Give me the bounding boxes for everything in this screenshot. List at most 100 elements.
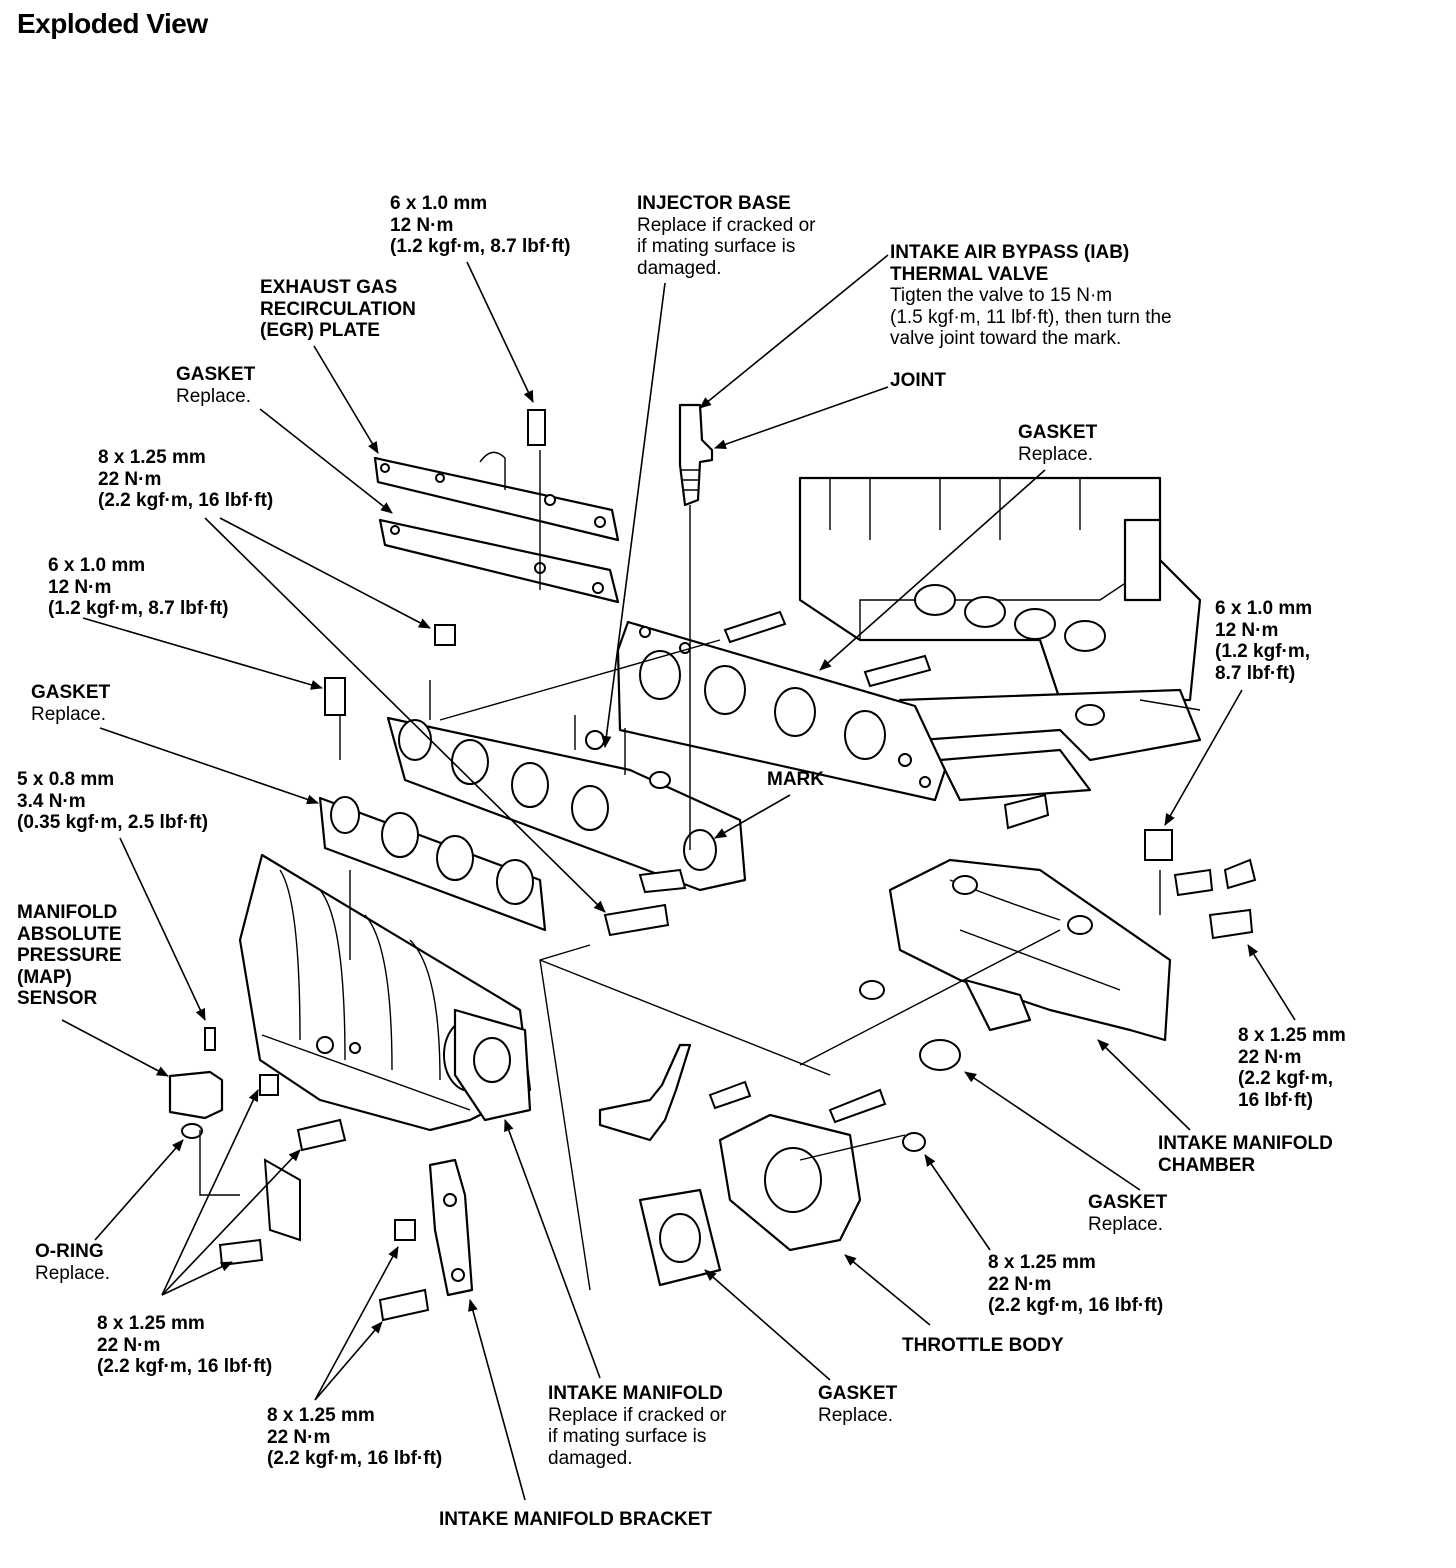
- label-line: GASKET: [818, 1383, 898, 1404]
- label-line: 22 N·m: [267, 1426, 331, 1448]
- label-line: (EGR) PLATE: [260, 320, 380, 341]
- iab-valve: [678, 403, 714, 507]
- label-joint: JOINT: [890, 370, 946, 392]
- label-gasket-throttle: GASKET Replace.: [818, 1383, 897, 1426]
- label-line: ABSOLUTE: [17, 923, 122, 945]
- label-line: (2.2 kgf·m,: [1238, 1068, 1334, 1089]
- label-line: (2.2 kgf·m, 16 lbf·ft): [267, 1448, 443, 1469]
- label-bolt-8-bottom: 8 x 1.25 mm 22 N·m (2.2 kgf·m, 16 lbf·ft…: [267, 1405, 442, 1470]
- label-bolt-egr: 6 x 1.0 mm 12 N·m (1.2 kgf·m, 8.7 lbf·ft…: [390, 193, 571, 258]
- label-intake-manifold: INTAKE MANIFOLD Replace if cracked or if…: [548, 1383, 726, 1469]
- label-line: 8 x 1.25 mm: [97, 1313, 205, 1334]
- label-line: Tigten the valve to 15 N·m: [890, 285, 1113, 306]
- label-line: INJECTOR BASE: [637, 193, 791, 214]
- label-line: Replace.: [1088, 1213, 1163, 1235]
- label-line: 3.4 N·m: [17, 790, 86, 812]
- label-line: THERMAL VALVE: [890, 263, 1049, 285]
- label-line: Replace.: [818, 1404, 893, 1426]
- label-line: 22 N·m: [988, 1273, 1052, 1295]
- label-gasket-chamber: GASKET Replace.: [1088, 1192, 1167, 1235]
- label-line: PRESSURE: [17, 945, 122, 966]
- label-line: 22 N·m: [97, 1334, 161, 1356]
- label-line: (2.2 kgf·m, 16 lbf·ft): [988, 1295, 1164, 1316]
- label-bolt-6-right: 6 x 1.0 mm 12 N·m (1.2 kgf·m, 8.7 lbf·ft…: [1215, 598, 1312, 684]
- label-line: 12 N·m: [1215, 619, 1279, 641]
- label-line: if mating surface is: [548, 1426, 707, 1447]
- leader-lines: [61, 254, 1296, 1501]
- label-line: INTAKE MANIFOLD: [1158, 1133, 1333, 1154]
- label-line: JOINT: [890, 370, 946, 391]
- label-line: GASKET: [1018, 422, 1098, 443]
- label-line: RECIRCULATION: [260, 298, 416, 320]
- label-iab-valve: INTAKE AIR BYPASS (IAB) THERMAL VALVE Ti…: [890, 242, 1172, 350]
- label-line: (2.2 kgf·m, 16 lbf·ft): [97, 1356, 273, 1377]
- label-line: (0.35 kgf·m, 2.5 lbf·ft): [17, 812, 209, 833]
- label-bolt-8-lower-left: 8 x 1.25 mm 22 N·m (2.2 kgf·m, 16 lbf·ft…: [97, 1313, 272, 1378]
- label-bolt-8-top: 8 x 1.25 mm 22 N·m (2.2 kgf·m, 16 lbf·ft…: [98, 447, 273, 512]
- label-line: 22 N·m: [1238, 1046, 1302, 1068]
- label-line: (1.5 kgf·m, 11 lbf·ft), then turn the: [890, 306, 1172, 328]
- label-line: EXHAUST GAS: [260, 277, 398, 298]
- intake-manifold-gasket: [318, 796, 547, 932]
- cylinder-head: [798, 476, 1202, 802]
- throttle-body: [718, 1088, 926, 1252]
- label-bolt-6-left: 6 x 1.0 mm 12 N·m (1.2 kgf·m, 8.7 lbf·ft…: [48, 555, 229, 620]
- label-line: Replace if cracked or: [637, 214, 816, 236]
- label-line: THROTTLE BODY: [902, 1335, 1064, 1356]
- label-line: 16 lbf·ft): [1238, 1089, 1313, 1111]
- label-line: (2.2 kgf·m, 16 lbf·ft): [98, 490, 274, 511]
- label-line: valve joint toward the mark.: [890, 328, 1122, 349]
- intake-manifold: [238, 853, 532, 1132]
- label-line: 8 x 1.25 mm: [1238, 1025, 1346, 1046]
- label-line: GASKET: [176, 364, 256, 385]
- label-gasket-egr: GASKET Replace.: [176, 364, 255, 407]
- label-line: Replace.: [176, 385, 251, 407]
- label-line: 6 x 1.0 mm: [1215, 598, 1313, 619]
- label-line: Replace if cracked or: [548, 1404, 727, 1426]
- label-line: MARK: [767, 769, 824, 790]
- label-line: 8 x 1.25 mm: [98, 447, 206, 468]
- label-line: 6 x 1.0 mm: [390, 193, 488, 214]
- label-line: damaged.: [637, 257, 722, 279]
- head-studs: [723, 610, 932, 688]
- label-line: Replace.: [1018, 443, 1093, 465]
- label-map-sensor: MANIFOLD ABSOLUTE PRESSURE (MAP) SENSOR: [17, 902, 122, 1010]
- label-egr-plate: EXHAUST GAS RECIRCULATION (EGR) PLATE: [260, 277, 416, 342]
- label-gasket-base: GASKET Replace.: [31, 682, 110, 725]
- label-line: if mating surface is: [637, 236, 796, 257]
- label-bolt-5: 5 x 0.8 mm 3.4 N·m (0.35 kgf·m, 2.5 lbf·…: [17, 769, 208, 834]
- label-line: 8 x 1.25 mm: [267, 1405, 375, 1426]
- label-line: Replace.: [35, 1262, 110, 1284]
- bolts: [218, 409, 1257, 1322]
- label-line: (MAP): [17, 966, 72, 988]
- intake-manifold-chamber: [859, 858, 1172, 1071]
- label-chamber: INTAKE MANIFOLD CHAMBER: [1158, 1133, 1333, 1176]
- map-sensor: [168, 1027, 224, 1139]
- label-line: 8 x 1.25 mm: [988, 1252, 1096, 1273]
- label-line: 5 x 0.8 mm: [17, 769, 115, 790]
- label-o-ring: O-RING Replace.: [35, 1241, 110, 1284]
- label-injector-base: INJECTOR BASE Replace if cracked or if m…: [637, 193, 815, 279]
- label-line: O-RING: [35, 1241, 104, 1262]
- label-line: INTAKE MANIFOLD: [548, 1383, 723, 1404]
- label-line: (1.2 kgf·m, 8.7 lbf·ft): [48, 598, 229, 619]
- label-bolt-8-throttle: 8 x 1.25 mm 22 N·m (2.2 kgf·m, 16 lbf·ft…: [988, 1252, 1163, 1317]
- label-line: SENSOR: [17, 988, 98, 1009]
- label-line: Replace.: [31, 703, 106, 725]
- guide-lines: [199, 450, 1161, 1291]
- egr-plate: [373, 451, 620, 542]
- label-line: 12 N·m: [390, 214, 454, 236]
- head-gasket: [616, 620, 947, 802]
- label-throttle-body: THROTTLE BODY: [902, 1335, 1064, 1357]
- water-pipe: [598, 1043, 752, 1142]
- label-line: 12 N·m: [48, 576, 112, 598]
- label-line: CHAMBER: [1158, 1154, 1256, 1176]
- label-gasket-head: GASKET Replace.: [1018, 422, 1097, 465]
- label-line: 22 N·m: [98, 468, 162, 490]
- label-line: (1.2 kgf·m, 8.7 lbf·ft): [390, 236, 571, 257]
- label-line: GASKET: [1088, 1192, 1168, 1213]
- injector-base: [386, 680, 747, 894]
- label-mark: MARK: [767, 769, 824, 791]
